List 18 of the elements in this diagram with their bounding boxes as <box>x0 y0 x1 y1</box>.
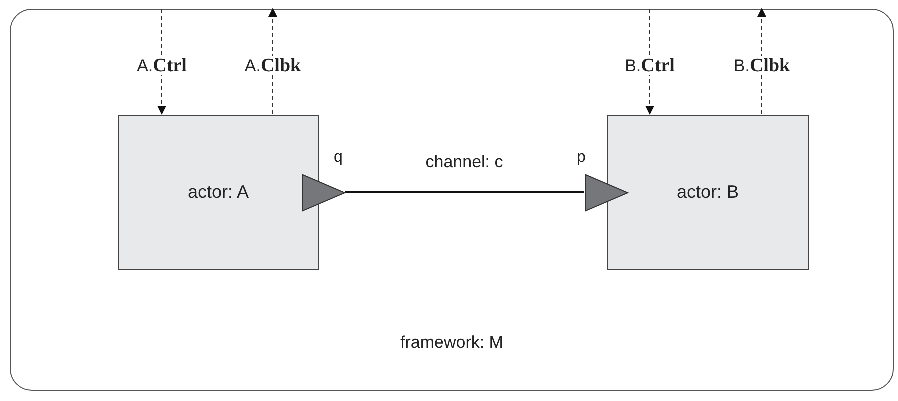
edge-label: A.Ctrl <box>136 56 188 76</box>
actor-label: actor: A <box>188 181 250 204</box>
port-triangle <box>585 174 629 212</box>
dashed-arrow <box>268 8 278 114</box>
dashed-arrow <box>758 8 766 114</box>
actor-label: actor: B <box>676 181 740 204</box>
port-triangle <box>302 174 346 212</box>
framework-label: framework: M <box>400 332 504 354</box>
port-label: p <box>577 150 586 166</box>
framework-frame <box>10 9 894 391</box>
actor-box <box>607 115 809 270</box>
edge-label: B.Clbk <box>732 56 792 76</box>
port-label: q <box>334 150 343 166</box>
edge-label: B.Ctrl <box>624 56 676 76</box>
edge-label: A.Clbk <box>244 56 302 76</box>
actor-box <box>118 115 319 270</box>
edge-label: channel: c <box>424 154 504 170</box>
channel-line <box>345 191 584 193</box>
